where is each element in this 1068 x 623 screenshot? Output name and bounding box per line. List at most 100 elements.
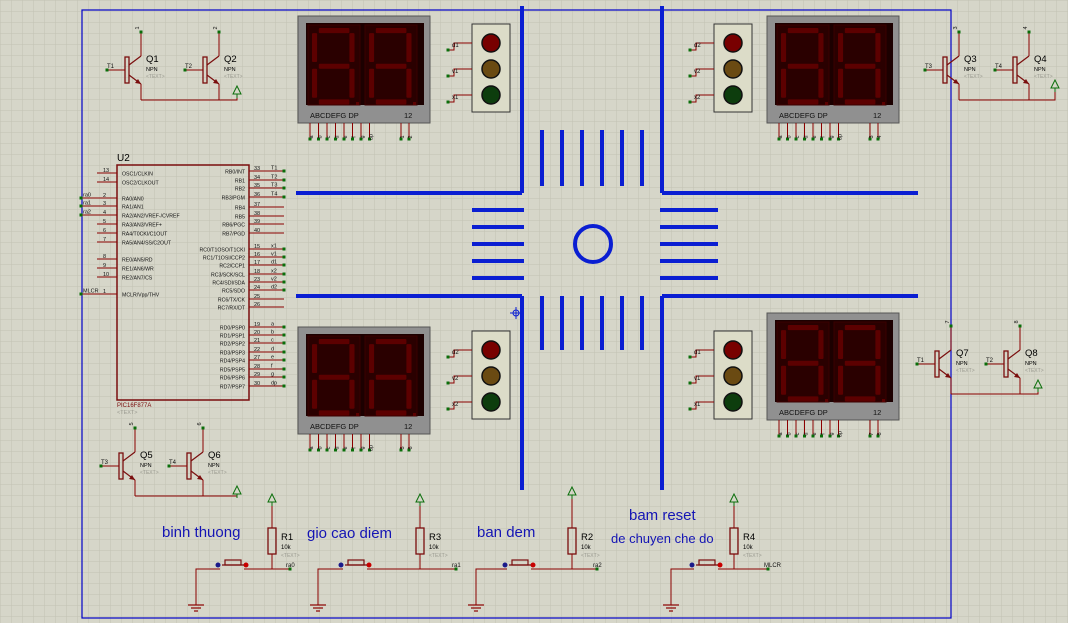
display-pin-label: b bbox=[787, 432, 793, 435]
transistor-type: NPN bbox=[224, 67, 236, 73]
emitter-arrow bbox=[953, 79, 959, 84]
display-pin-label: c bbox=[795, 432, 801, 435]
mcu-pin-number: 35 bbox=[254, 183, 260, 189]
light-terminal bbox=[688, 381, 692, 385]
light-wire bbox=[690, 94, 714, 103]
transistor-collector bbox=[122, 451, 136, 462]
resistor-placeholder: <TEXT> bbox=[281, 553, 300, 559]
collector-pin-label: 1 bbox=[135, 26, 141, 29]
mcu-pin-name: RA4/T0CKI/C1OUT bbox=[122, 232, 168, 238]
display-pin-label: e bbox=[812, 432, 818, 435]
mcu-net-label: x2 bbox=[271, 269, 277, 275]
net-terminal bbox=[454, 567, 458, 571]
yellow-lamp bbox=[723, 366, 743, 386]
segment-dp bbox=[882, 102, 885, 105]
display-pin-label: a bbox=[309, 446, 315, 450]
segment-g bbox=[318, 63, 350, 69]
mcu-net-label: d1 bbox=[271, 260, 277, 266]
segment-b bbox=[818, 33, 824, 62]
mcu-pin-name: RD1/PSP1 bbox=[220, 334, 245, 340]
transistor-type: NPN bbox=[208, 463, 220, 469]
segment-b bbox=[349, 344, 355, 373]
display-pin-terminal bbox=[820, 434, 823, 438]
mcu-pin-name: RC4/SDI/SDA bbox=[212, 281, 245, 287]
mcu-pin-number: 26 bbox=[254, 302, 260, 308]
red-lamp bbox=[481, 33, 501, 53]
display-common-label: 6 bbox=[408, 446, 414, 449]
mcu-pin-number: 1 bbox=[103, 289, 106, 295]
mcu-pin-number: 10 bbox=[103, 272, 109, 278]
segment-b bbox=[875, 330, 881, 359]
resistor-ref: R3 bbox=[429, 532, 441, 543]
segment-f bbox=[838, 330, 844, 359]
display-pin-terminal bbox=[399, 448, 403, 452]
mcu-net-label: v2 bbox=[271, 277, 277, 283]
mcu-net-terminal bbox=[282, 367, 286, 371]
red-lamp bbox=[481, 340, 501, 360]
segment-g bbox=[787, 63, 819, 69]
segment-b bbox=[406, 33, 412, 62]
display-pin-label: dp bbox=[838, 134, 844, 140]
button-ground-wire bbox=[670, 568, 686, 597]
mcu-net-label: g bbox=[271, 372, 274, 378]
resistor-value: 10k bbox=[281, 545, 292, 551]
button-contact bbox=[215, 562, 221, 568]
segment-d bbox=[318, 99, 350, 105]
mcu-net-label: v1 bbox=[271, 252, 277, 258]
transistor-placeholder: <TEXT> bbox=[1025, 368, 1044, 374]
light-terminal bbox=[446, 355, 450, 359]
emitter-arrow bbox=[197, 475, 203, 480]
transistor-base-label: T4 bbox=[169, 460, 177, 466]
mcu-placeholder: <TEXT> bbox=[117, 410, 137, 416]
green-lamp bbox=[481, 392, 501, 412]
mcu-pin-number: 13 bbox=[103, 168, 109, 174]
mcu-net-terminal bbox=[282, 195, 286, 199]
mcu-net-label: T3 bbox=[271, 183, 277, 189]
mcu-part: PIC16F877A bbox=[117, 403, 151, 409]
mcu-net-terminal bbox=[282, 384, 286, 388]
mcu-pin-number: 20 bbox=[254, 330, 260, 336]
display-common-label: 4 bbox=[877, 135, 883, 138]
display-pin-terminal bbox=[325, 137, 329, 141]
light-net-label: d1 bbox=[452, 43, 459, 49]
transistor-base-terminal bbox=[105, 68, 109, 72]
display-pin-terminal bbox=[334, 137, 337, 141]
display-pin-terminal bbox=[399, 137, 403, 141]
segment-g bbox=[375, 63, 407, 69]
display-common-label: 2 bbox=[408, 135, 414, 138]
mcu-pin-name: MCLR/Vpp/THV bbox=[122, 293, 160, 299]
transistor-ref: Q3 bbox=[964, 54, 977, 65]
mcu-net-terminal bbox=[282, 358, 286, 362]
segment-d bbox=[787, 396, 819, 402]
mcu-pin-name: RA1/AN1 bbox=[122, 205, 144, 211]
collector-pin-label: 5 bbox=[129, 422, 135, 425]
mcu-net-label: f bbox=[271, 364, 273, 370]
display-pin-label: d bbox=[804, 135, 810, 138]
segment-dp bbox=[882, 399, 885, 402]
mcu-pin-name: RB0/INT bbox=[225, 170, 246, 176]
mcu-net-terminal bbox=[79, 292, 83, 296]
display-pin-label: g bbox=[829, 432, 835, 435]
segment-e bbox=[838, 365, 844, 395]
segment-a bbox=[844, 325, 876, 331]
mcu-pic16f877a[interactable]: U2PIC16F877A<TEXT>OSC1/CLKIN13OSC2/CLKOU… bbox=[79, 153, 286, 416]
light-wire bbox=[448, 94, 472, 103]
transistor-placeholder: <TEXT> bbox=[964, 74, 983, 80]
segment-dp bbox=[413, 102, 416, 105]
segment-a bbox=[375, 28, 407, 34]
mcu-net-terminal bbox=[282, 272, 286, 276]
display-pin-terminal bbox=[786, 434, 789, 438]
light-net-label: v2 bbox=[452, 376, 459, 382]
segment-dp bbox=[825, 102, 828, 105]
mcu-pin-name: RC3/SCK/SCL bbox=[211, 273, 245, 279]
display-pin-terminal bbox=[317, 137, 320, 141]
transistor-placeholder: <TEXT> bbox=[1034, 74, 1053, 80]
button-contact bbox=[717, 562, 723, 568]
mcu-pin-number: 34 bbox=[254, 175, 260, 181]
